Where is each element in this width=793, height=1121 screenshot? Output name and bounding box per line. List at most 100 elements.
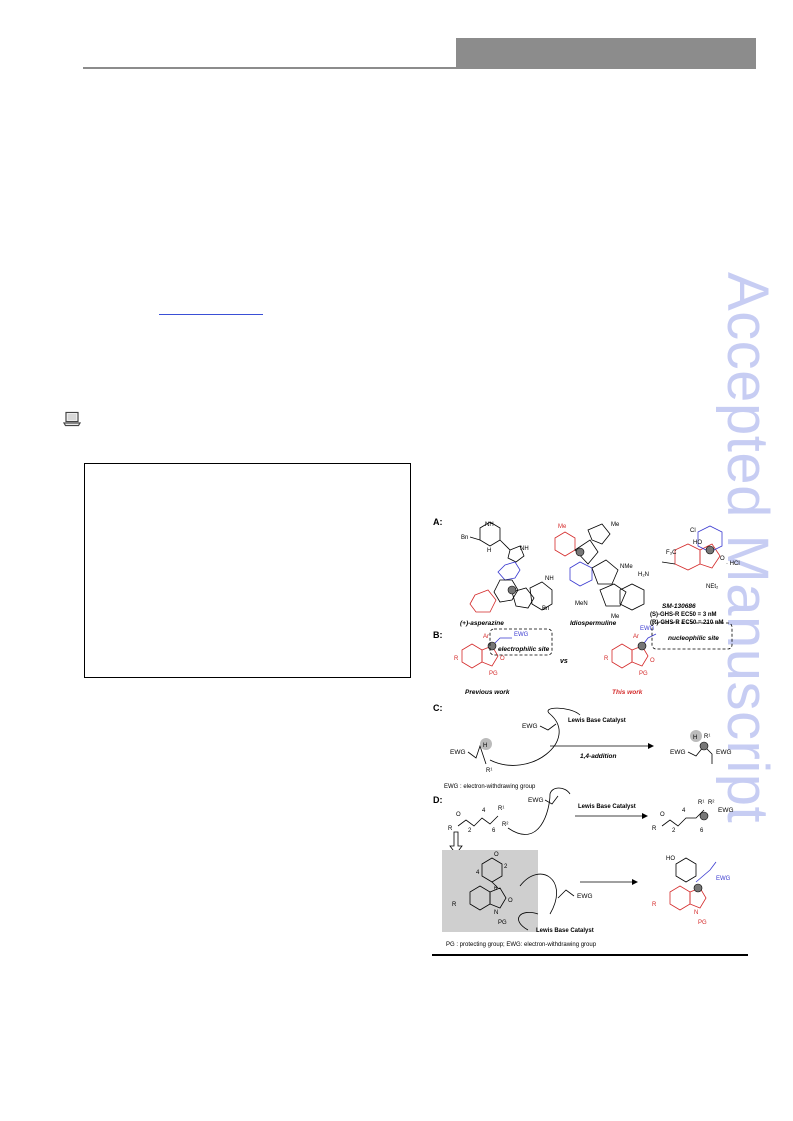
atom-ho-product: HO — [666, 856, 675, 862]
atom-ar: Ar — [483, 634, 489, 640]
previous-work-label: Previous work — [465, 689, 510, 696]
position-6c: 6 — [494, 886, 498, 892]
position-6b: 6 — [700, 828, 704, 834]
electrophilic-site-box — [489, 628, 553, 656]
atom-o-d: O — [456, 812, 461, 818]
compound-name-idiospermuline: Idiospermuline — [570, 620, 617, 627]
atom-pg-product: PG — [698, 920, 707, 926]
electrophilic-site-label: electrophilic site — [498, 646, 550, 653]
atom-ewg-c2: EWG — [522, 723, 538, 730]
atom-r1-c: R¹ — [486, 768, 492, 774]
atom-o-d2: O — [660, 812, 665, 818]
nucleophilic-site-box — [651, 622, 733, 650]
atom-n-qm: N — [494, 910, 498, 916]
curved-arrow-d2 — [519, 873, 557, 915]
arrowhead-d2 — [632, 879, 638, 885]
atom-h-c: H — [483, 743, 487, 749]
arrowhead-c — [648, 743, 654, 749]
atom-ewg-d3: EWG — [577, 893, 593, 900]
atom-bn: Bn — [461, 535, 468, 541]
atom-r-d: R — [448, 826, 453, 832]
atom-h2n: H₂N — [638, 572, 649, 578]
atom-r: R — [454, 656, 459, 662]
graphical-abstract-frame — [84, 463, 411, 678]
header-bar — [456, 38, 756, 68]
panel-d-label: D: — [433, 795, 443, 805]
atom-o-b2: O — [650, 658, 655, 664]
atom-r2-d: R² — [502, 822, 508, 828]
position-4c: 4 — [476, 870, 480, 876]
quaternary-center-marker-b2 — [637, 641, 647, 651]
atom-r-product: R — [652, 902, 657, 908]
atom-ewg-d1: EWG — [528, 797, 544, 804]
quaternary-center-marker-b1 — [487, 641, 497, 651]
product-chain-d — [661, 809, 705, 827]
figure-bottom-rule — [432, 954, 748, 956]
hyperlink-underline[interactable] — [159, 314, 263, 315]
curved-arrow-d — [507, 787, 571, 835]
position-4: 4 — [482, 808, 486, 814]
atom-ewg-2: EWG — [640, 626, 655, 632]
catalyst-label-d2: Lewis Base Catalyst — [536, 928, 594, 934]
acceptor-chain-d — [544, 795, 559, 805]
h-highlight — [480, 738, 492, 750]
substrate-chain — [467, 744, 487, 765]
versus-label: vs — [560, 658, 568, 665]
atom-me-2: Me — [611, 614, 620, 620]
atom-net2: NEt₂ — [706, 584, 719, 590]
atom-ewg-c3: EWG — [670, 749, 686, 756]
atom-nme: NMe — [620, 564, 633, 570]
atom-r2-d2: R² — [708, 800, 714, 806]
atom-pg-qm: PG — [498, 920, 507, 926]
h-highlight-2 — [690, 730, 702, 742]
atom-o-qm: O — [494, 852, 499, 858]
atom-ewg-product: EWG — [716, 876, 731, 882]
atom-hcl: · HCl — [726, 561, 740, 567]
position-2b: 2 — [672, 828, 676, 834]
atom-me-red: Me — [558, 524, 567, 530]
acrylate-chain — [557, 889, 575, 899]
reaction-type-label: 1,4-addition — [580, 753, 617, 760]
nucleophilic-site-label: nucleophilic site — [668, 635, 719, 642]
curved-arrow-d3 — [518, 912, 539, 931]
position-6: 6 — [492, 828, 496, 834]
position-4b: 4 — [682, 808, 686, 814]
dienone-chain — [457, 815, 499, 827]
product-chain-c — [687, 745, 713, 764]
atom-f3c: F₃C — [666, 550, 677, 556]
atom-o-b: O — [500, 656, 505, 662]
catalyst-label-c: Lewis Base Catalyst — [568, 718, 626, 724]
atom-ho: HO — [693, 540, 702, 546]
footnote-c: EWG : electron-withdrawing group — [444, 784, 536, 790]
atom-me: Me — [611, 522, 620, 528]
substrate-highlight-box — [442, 850, 538, 932]
atom-nh: NH — [485, 522, 494, 528]
sm-activity-s: (S)-GHS-R EC50 = 3 nM — [650, 612, 717, 618]
atom-o: O — [720, 556, 725, 562]
atom-r-2: R — [604, 656, 609, 662]
atom-men: MeN — [575, 601, 588, 607]
sm130686-structure — [661, 525, 723, 571]
footnote-d: PG : protecting group; EWG: electron-wit… — [446, 942, 597, 948]
quaternary-center-marker-d — [699, 811, 709, 821]
acceptor-chain — [539, 723, 557, 731]
quaternary-center-marker-d2 — [693, 883, 703, 893]
quaternary-center-marker-2 — [575, 547, 585, 557]
this-work-label: This work — [612, 689, 643, 696]
phenol-ring — [675, 857, 697, 883]
idiospermuline-structure — [554, 523, 645, 611]
atom-nh-2: NH — [545, 576, 554, 582]
position-2c: 2 — [504, 864, 508, 870]
atom-r-qm: R — [452, 902, 457, 908]
atom-h-c2: H — [693, 735, 697, 741]
atom-pg: PG — [489, 671, 498, 677]
atom-ewg-d2: EWG — [718, 807, 734, 814]
atom-ewg: EWG — [514, 632, 529, 638]
atom-ewg-c4: EWG — [716, 749, 732, 756]
atom-cl: Cl — [690, 528, 696, 534]
atom-nh-indole: NH — [520, 546, 529, 552]
atom-pg-2: PG — [639, 671, 648, 677]
atom-ewg-c1: EWG — [450, 749, 466, 756]
atom-r-d2: R — [652, 826, 657, 832]
atom-h: H — [487, 548, 491, 554]
